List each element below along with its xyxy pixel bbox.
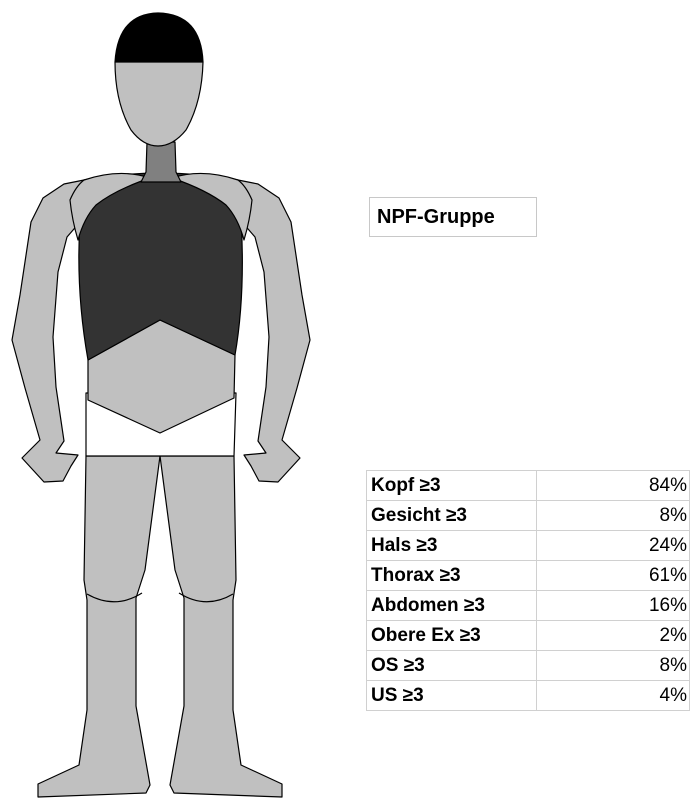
table-row: Thorax ≥3 61% — [366, 560, 690, 591]
table-row: OS ≥3 8% — [366, 650, 690, 681]
percent-cell: 2% — [536, 620, 690, 651]
table-row: Gesicht ≥3 8% — [366, 500, 690, 531]
neck-region — [140, 141, 182, 183]
right-arm — [237, 179, 311, 483]
right-shoulder — [171, 172, 253, 241]
injury-severity-table: Kopf ≥3 84% Gesicht ≥3 8% Hals ≥3 24% Th… — [366, 470, 690, 711]
region-cell: OS ≥3 — [366, 650, 537, 681]
region-cell: Thorax ≥3 — [366, 560, 537, 591]
percent-cell: 84% — [536, 470, 690, 501]
region-cell: Abdomen ≥3 — [366, 590, 537, 621]
percent-cell: 16% — [536, 590, 690, 621]
region-cell: Obere Ex ≥3 — [366, 620, 537, 651]
left-knee-line — [86, 592, 143, 603]
percent-cell: 4% — [536, 680, 690, 711]
left-shoulder — [69, 172, 151, 241]
right-leg — [159, 455, 283, 798]
left-arm — [11, 179, 85, 483]
percent-cell: 8% — [536, 500, 690, 531]
table-row: Obere Ex ≥3 2% — [366, 620, 690, 651]
table-row: Abdomen ≥3 16% — [366, 590, 690, 621]
table-row: US ≥3 4% — [366, 680, 690, 711]
group-label: NPF-Gruppe — [369, 197, 537, 237]
region-cell: Gesicht ≥3 — [366, 500, 537, 531]
region-cell: Hals ≥3 — [366, 530, 537, 561]
head-cap — [114, 12, 204, 63]
face-region — [114, 61, 204, 147]
table-row: Kopf ≥3 84% — [366, 470, 690, 501]
percent-cell: 8% — [536, 650, 690, 681]
region-cell: US ≥3 — [366, 680, 537, 711]
region-cell: Kopf ≥3 — [366, 470, 537, 501]
percent-cell: 24% — [536, 530, 690, 561]
table-row: Hals ≥3 24% — [366, 530, 690, 561]
left-leg — [37, 455, 161, 798]
percent-cell: 61% — [536, 560, 690, 591]
right-knee-line — [178, 592, 234, 603]
